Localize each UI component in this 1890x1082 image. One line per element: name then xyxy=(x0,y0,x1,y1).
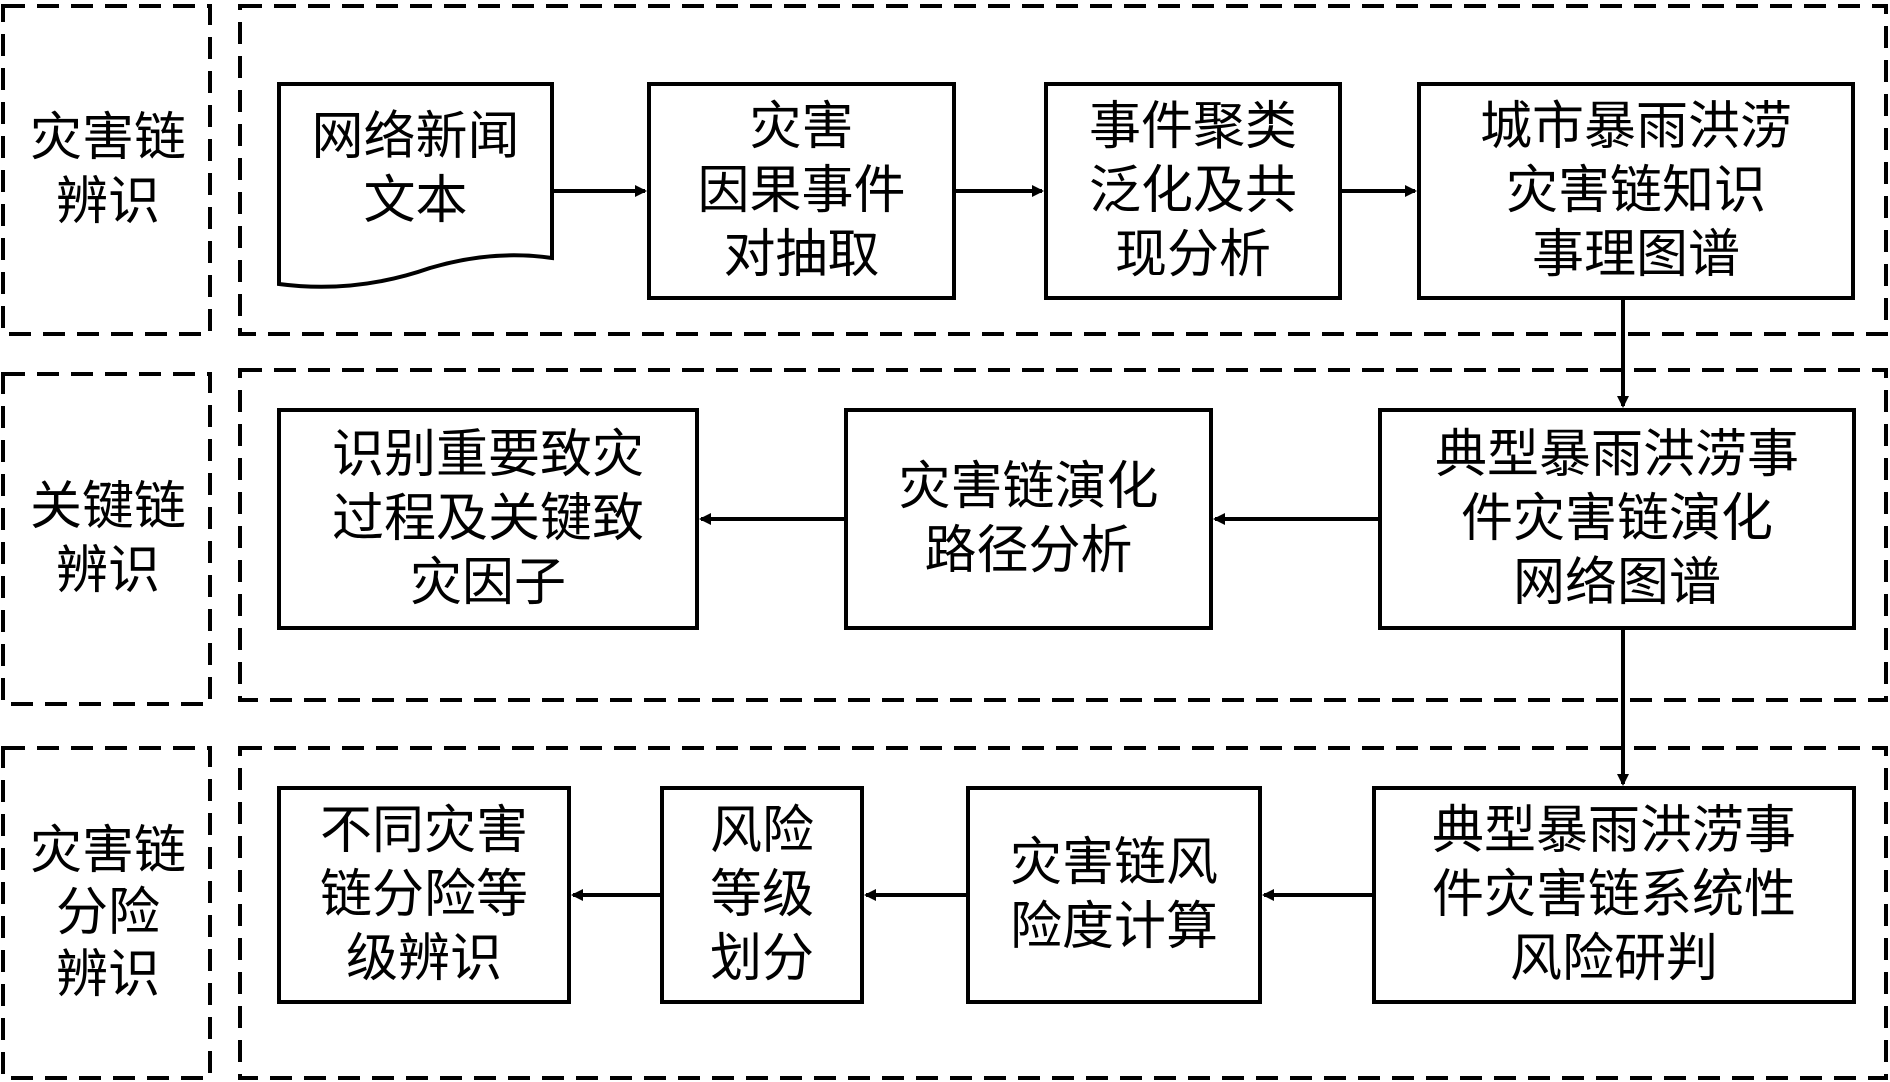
box-line: 路径分析 xyxy=(924,521,1133,581)
box-line: 文本 xyxy=(363,171,468,231)
knowledge-graph-label: 城市暴雨洪涝 灾害链知识 事理图谱 xyxy=(1419,84,1853,298)
box-line: 过程及关键致 xyxy=(331,489,644,549)
box-line: 对抽取 xyxy=(723,225,880,285)
risk-calc-label: 灾害链风 险度计算 xyxy=(968,788,1260,1002)
box-event-clustering xyxy=(1044,82,1342,300)
box-line: 灾因子 xyxy=(409,553,566,613)
box-line: 风险 xyxy=(709,801,814,861)
box-risk-identification xyxy=(277,786,571,1004)
box-line: 事件聚类 xyxy=(1088,97,1297,157)
stage-1-content-frame xyxy=(238,4,1888,336)
stage-3-label-line: 辨识 xyxy=(55,945,160,1005)
box-line: 现分析 xyxy=(1114,225,1271,285)
box-line: 灾害链知识 xyxy=(1505,161,1766,221)
stage-3-label-frame xyxy=(1,746,212,1080)
stage-1-label-frame xyxy=(1,4,212,336)
stage-3-label-line: 灾害链 xyxy=(29,821,186,881)
stage-2-label-line: 辨识 xyxy=(55,541,160,601)
box-line: 网络图谱 xyxy=(1512,553,1721,613)
stage-2-label-line: 关键链 xyxy=(29,477,186,537)
causal-extraction-label: 灾害 因果事件 对抽取 xyxy=(649,84,954,298)
box-systemic-risk xyxy=(1372,786,1856,1004)
box-line: 典型暴雨洪涝事 xyxy=(1431,801,1796,861)
risk-grading-label: 风险 等级 划分 xyxy=(662,788,862,1002)
box-line: 典型暴雨洪涝事 xyxy=(1434,425,1799,485)
box-line: 件灾害链系统性 xyxy=(1431,865,1796,925)
box-line: 风险研判 xyxy=(1509,929,1718,989)
risk-identification-label: 不同灾害 链分险等 级辨识 xyxy=(279,788,569,1002)
box-line: 网络新闻 xyxy=(311,107,520,167)
document-shape xyxy=(277,82,554,289)
box-knowledge-graph xyxy=(1417,82,1855,300)
stage-3-label-line: 分险 xyxy=(55,883,160,943)
news-text-label: 网络新闻 文本 xyxy=(279,84,552,254)
box-evolution-network xyxy=(1378,408,1856,630)
box-line: 泛化及共 xyxy=(1088,161,1297,221)
box-line: 等级 xyxy=(709,865,814,925)
stage-3-label: 灾害链 分险 辨识 xyxy=(3,748,213,1078)
box-risk-calc xyxy=(966,786,1262,1004)
evolution-network-label: 典型暴雨洪涝事 件灾害链演化 网络图谱 xyxy=(1380,410,1854,628)
box-line: 灾害 xyxy=(749,97,854,157)
box-line: 灾害链演化 xyxy=(898,457,1159,517)
box-line: 灾害链风 xyxy=(1009,833,1218,893)
stage-1-label-line: 辨识 xyxy=(55,172,160,232)
box-path-analysis xyxy=(844,408,1213,630)
box-risk-grading xyxy=(660,786,864,1004)
box-causal-extraction xyxy=(647,82,956,300)
stage-3-content-frame xyxy=(238,746,1888,1080)
box-line: 链分险等 xyxy=(319,865,528,925)
box-line: 划分 xyxy=(709,929,814,989)
event-clustering-label: 事件聚类 泛化及共 现分析 xyxy=(1046,84,1340,298)
box-line: 因果事件 xyxy=(697,161,906,221)
box-line: 级辨识 xyxy=(345,929,502,989)
stage-2-label: 关键链 辨识 xyxy=(3,374,213,704)
stage-1-label-line: 灾害链 xyxy=(29,108,186,168)
box-line: 件灾害链演化 xyxy=(1460,489,1773,549)
stage-1-label: 灾害链 辨识 xyxy=(3,6,213,334)
box-line: 城市暴雨洪涝 xyxy=(1479,97,1792,157)
box-line: 险度计算 xyxy=(1009,897,1218,957)
box-line: 事理图谱 xyxy=(1531,225,1740,285)
box-line: 识别重要致灾 xyxy=(331,425,644,485)
stage-2-label-frame xyxy=(1,372,212,706)
path-analysis-label: 灾害链演化 路径分析 xyxy=(846,410,1211,628)
box-key-factors xyxy=(277,408,699,630)
key-factors-label: 识别重要致灾 过程及关键致 灾因子 xyxy=(279,410,697,628)
systemic-risk-label: 典型暴雨洪涝事 件灾害链系统性 风险研判 xyxy=(1374,788,1854,1002)
box-line: 不同灾害 xyxy=(319,801,528,861)
stage-2-content-frame xyxy=(238,368,1888,702)
